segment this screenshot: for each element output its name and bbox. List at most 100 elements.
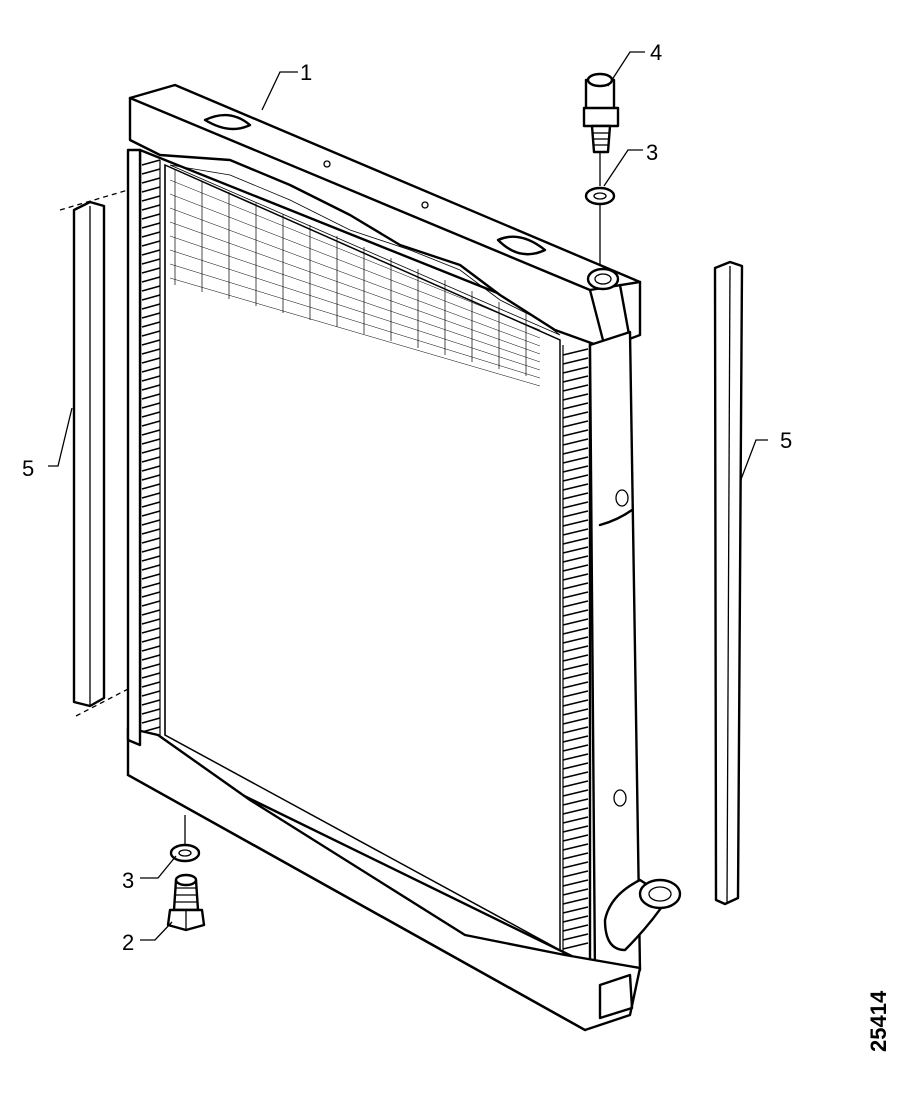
fin-line [141, 195, 161, 202]
fin-line [141, 285, 161, 292]
fin-line [141, 339, 161, 346]
fin-line [141, 303, 161, 310]
fin-line [141, 663, 161, 670]
fin-line [562, 924, 589, 932]
fin-line [562, 375, 589, 383]
fin-line [141, 690, 161, 697]
fin-line [141, 573, 161, 580]
fin-line [141, 375, 161, 382]
fin-line [141, 258, 161, 265]
fin-line [562, 519, 589, 527]
fin-line [562, 834, 589, 842]
fin-line [562, 798, 589, 806]
fin-line [562, 906, 589, 914]
fin-line [141, 438, 161, 445]
callout-bleed-valve: 4 [650, 40, 662, 65]
fin-line [141, 456, 161, 463]
fin-line [141, 672, 161, 679]
drain-plug [166, 873, 206, 932]
fin-line [141, 510, 161, 517]
fin-line [562, 780, 589, 788]
fin-line [562, 438, 589, 446]
fin-line [562, 474, 589, 482]
mounting-slot [203, 113, 252, 131]
fin-line [141, 555, 161, 562]
fin-line [169, 263, 541, 379]
fin-line [141, 474, 161, 481]
fin-line [141, 168, 161, 175]
fin-line [562, 564, 589, 572]
bottom-tank [126, 726, 682, 1032]
fin-line [562, 672, 589, 680]
fin-line [141, 222, 161, 229]
fin-line [141, 654, 161, 661]
fin-line [141, 537, 161, 544]
fin-line [562, 618, 589, 626]
fin-line [562, 816, 589, 824]
fin-line [562, 636, 589, 644]
fin-line [141, 618, 161, 625]
right-side-plate [588, 330, 642, 977]
callout-seal-right: 5 [780, 428, 792, 453]
fin-line [562, 708, 589, 716]
fin-line [562, 348, 589, 356]
fin-line [141, 177, 161, 184]
tank-hole [421, 201, 429, 209]
fin-line [562, 888, 589, 896]
fin-line [562, 870, 589, 878]
fin-line [141, 681, 161, 688]
fin-line [141, 384, 161, 391]
seal-right [713, 260, 744, 906]
fin-line [169, 235, 541, 363]
filler-port [586, 267, 620, 291]
fin-line [141, 465, 161, 472]
right-fin-column [562, 345, 589, 955]
fin-line [141, 393, 161, 400]
bleed-valve [582, 72, 620, 186]
fin-line [562, 852, 589, 860]
side-hole [615, 489, 629, 507]
fin-line [141, 582, 161, 589]
fin-line [562, 384, 589, 392]
fin-line [562, 825, 589, 833]
fin-line [562, 699, 589, 707]
fin-line [562, 357, 589, 365]
fin-line [141, 492, 161, 499]
fin-line [562, 645, 589, 653]
fin-line [141, 411, 161, 418]
fin-line [562, 537, 589, 545]
fin-line [141, 528, 161, 535]
fin-line [562, 573, 589, 581]
fin-line [141, 645, 161, 652]
fin-line [562, 861, 589, 869]
fin-line [562, 789, 589, 797]
fin-line [141, 240, 161, 247]
fin-line [562, 933, 589, 941]
core-mesh [169, 170, 541, 387]
fin-line [562, 753, 589, 761]
callout-washer-top: 3 [646, 140, 658, 165]
seal-left [59, 189, 131, 717]
fin-line [562, 429, 589, 437]
fin-line [141, 402, 161, 409]
fin-line [562, 663, 589, 671]
washer-top [584, 186, 616, 266]
fin-line [169, 193, 541, 339]
fin-line [562, 411, 589, 419]
fin-line [141, 519, 161, 526]
fin-line [141, 348, 161, 355]
fin-line [169, 179, 541, 331]
fin-line [562, 420, 589, 428]
figure-number: 25414 [866, 990, 891, 1052]
fin-line [169, 221, 541, 355]
left-upright [126, 148, 142, 747]
fin-line [562, 546, 589, 554]
fin-line [169, 207, 541, 347]
fin-line [562, 897, 589, 905]
fin-line [141, 276, 161, 283]
washer-bottom [169, 815, 201, 863]
leader-lines [48, 51, 768, 941]
fin-line [562, 717, 589, 725]
fin-line [141, 717, 161, 724]
